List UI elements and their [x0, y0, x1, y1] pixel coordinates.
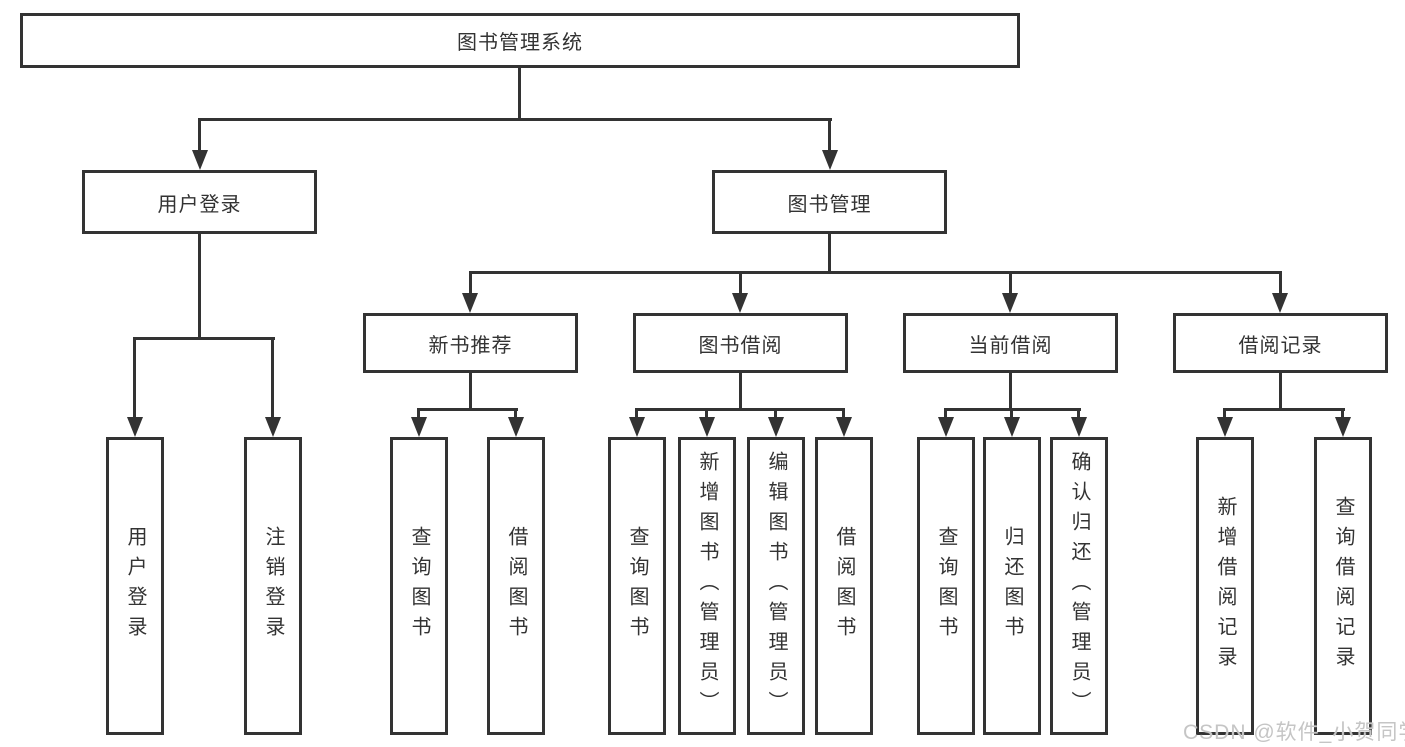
- connector-user-login-stem: [198, 234, 201, 337]
- arrowhead-bb-add: [699, 417, 715, 437]
- leaf-cb-confirm-return-admin: 确认归还（管理员）: [1050, 437, 1108, 735]
- node-library-system: 图书管理系统: [20, 13, 1020, 68]
- arrowhead-cb-query: [938, 417, 954, 437]
- node-user-login-label: 用户登录: [157, 193, 242, 216]
- leaf-bb-add-books-admin-label: 新增图书（管理员）: [696, 451, 718, 721]
- connector-to-cb-query: [944, 408, 947, 417]
- leaf-logout-label: 注销登录: [262, 526, 284, 646]
- connector-book-mgmt-stem: [828, 234, 831, 271]
- arrowhead-cb-return: [1004, 417, 1020, 437]
- arrowhead-leaf-logout: [265, 417, 281, 437]
- leaf-rec-borrow-books-label: 借阅图书: [505, 526, 527, 646]
- arrowhead-bb-borrow: [836, 417, 852, 437]
- leaf-cb-query-books: 查询图书: [917, 437, 975, 735]
- node-book-borrow-label: 图书借阅: [698, 334, 783, 357]
- arrowhead-book-borrow: [732, 293, 748, 313]
- arrowhead-leaf-login: [127, 417, 143, 437]
- leaf-cb-confirm-return-admin-label: 确认归还（管理员）: [1068, 451, 1090, 721]
- arrowhead-bb-edit: [768, 417, 784, 437]
- leaf-bb-query-books-label: 查询图书: [626, 526, 648, 646]
- leaf-bb-edit-books-admin: 编辑图书（管理员）: [747, 437, 805, 735]
- leaf-bb-add-books-admin: 新增图书（管理员）: [678, 437, 736, 735]
- node-book-mgmt-label: 图书管理: [787, 193, 872, 216]
- connector-to-borrow-records: [1279, 271, 1282, 293]
- leaf-br-add-record-label: 新增借阅记录: [1214, 496, 1236, 676]
- arrowhead-new-book-rec: [462, 293, 478, 313]
- arrowhead-borrow-records: [1272, 293, 1288, 313]
- connector-to-current-borrow: [1009, 271, 1012, 293]
- leaf-logout: 注销登录: [244, 437, 302, 735]
- node-current-borrow-label: 当前借阅: [968, 334, 1053, 357]
- leaf-br-query-record: 查询借阅记录: [1314, 437, 1372, 735]
- connector-to-cb-confirm: [1077, 408, 1080, 417]
- node-book-borrow: 图书借阅: [633, 313, 848, 373]
- connector-to-leaf-logout: [271, 337, 274, 417]
- arrowhead-rec-query: [411, 417, 427, 437]
- connector-new-book-rec-stem: [469, 373, 472, 408]
- connector-to-bb-query: [635, 408, 638, 417]
- leaf-bb-borrow-books: 借阅图书: [815, 437, 873, 735]
- leaf-cb-return-books: 归还图书: [983, 437, 1041, 735]
- csdn-watermark: CSDN @软件_小贺同学: [1183, 721, 1405, 744]
- leaf-bb-borrow-books-label: 借阅图书: [833, 526, 855, 646]
- connector-to-bb-add: [705, 408, 708, 417]
- connector-to-new-book-rec: [469, 271, 472, 293]
- leaf-rec-query-books: 查询图书: [390, 437, 448, 735]
- connector-root-to-user-login: [198, 118, 201, 152]
- arrowhead-cb-confirm: [1071, 417, 1087, 437]
- leaf-user-login-label: 用户登录: [124, 526, 146, 646]
- connector-current-borrow-stem: [1009, 373, 1012, 408]
- node-library-system-label: 图书管理系统: [457, 32, 583, 54]
- node-borrow-records-label: 借阅记录: [1238, 334, 1323, 357]
- leaf-cb-query-books-label: 查询图书: [935, 526, 957, 646]
- connector-new-book-rec-split: [417, 408, 518, 411]
- connector-to-cb-return: [1010, 408, 1013, 417]
- leaf-bb-query-books: 查询图书: [608, 437, 666, 735]
- connector-to-rec-query: [417, 408, 420, 417]
- node-new-book-rec-label: 新书推荐: [428, 334, 513, 357]
- connector-root-to-book-mgmt: [828, 118, 831, 152]
- connector-to-br-add: [1223, 408, 1226, 417]
- connector-to-rec-borrow: [514, 408, 517, 417]
- arrowhead-user-login: [192, 150, 208, 170]
- leaf-cb-return-books-label: 归还图书: [1001, 526, 1023, 646]
- node-new-book-rec: 新书推荐: [363, 313, 578, 373]
- node-user-login: 用户登录: [82, 170, 317, 234]
- connector-to-book-borrow: [739, 271, 742, 293]
- connector-borrow-records-stem: [1279, 373, 1282, 408]
- arrowhead-bb-query: [629, 417, 645, 437]
- arrowhead-br-query: [1335, 417, 1351, 437]
- connector-borrow-records-split: [1223, 408, 1345, 411]
- leaf-rec-query-books-label: 查询图书: [408, 526, 430, 646]
- arrowhead-current-borrow: [1002, 293, 1018, 313]
- connector-to-bb-edit: [774, 408, 777, 417]
- node-book-mgmt: 图书管理: [712, 170, 947, 234]
- leaf-rec-borrow-books: 借阅图书: [487, 437, 545, 735]
- connector-book-mgmt-split: [469, 271, 1282, 274]
- arrowhead-book-mgmt: [822, 150, 838, 170]
- node-current-borrow: 当前借阅: [903, 313, 1118, 373]
- arrowhead-br-add: [1217, 417, 1233, 437]
- leaf-user-login: 用户登录: [106, 437, 164, 735]
- arrowhead-rec-borrow: [508, 417, 524, 437]
- connector-to-bb-borrow: [842, 408, 845, 417]
- leaf-br-add-record: 新增借阅记录: [1196, 437, 1254, 735]
- connector-to-leaf-login: [133, 337, 136, 417]
- leaf-br-query-record-label: 查询借阅记录: [1332, 496, 1354, 676]
- node-borrow-records: 借阅记录: [1173, 313, 1388, 373]
- leaf-bb-edit-books-admin-label: 编辑图书（管理员）: [765, 451, 787, 721]
- connector-root-stem: [518, 68, 521, 118]
- connector-to-br-query: [1341, 408, 1344, 417]
- connector-book-borrow-stem: [739, 373, 742, 408]
- connector-root-split: [198, 118, 832, 121]
- connector-book-borrow-split: [635, 408, 845, 411]
- connector-user-login-split: [133, 337, 275, 340]
